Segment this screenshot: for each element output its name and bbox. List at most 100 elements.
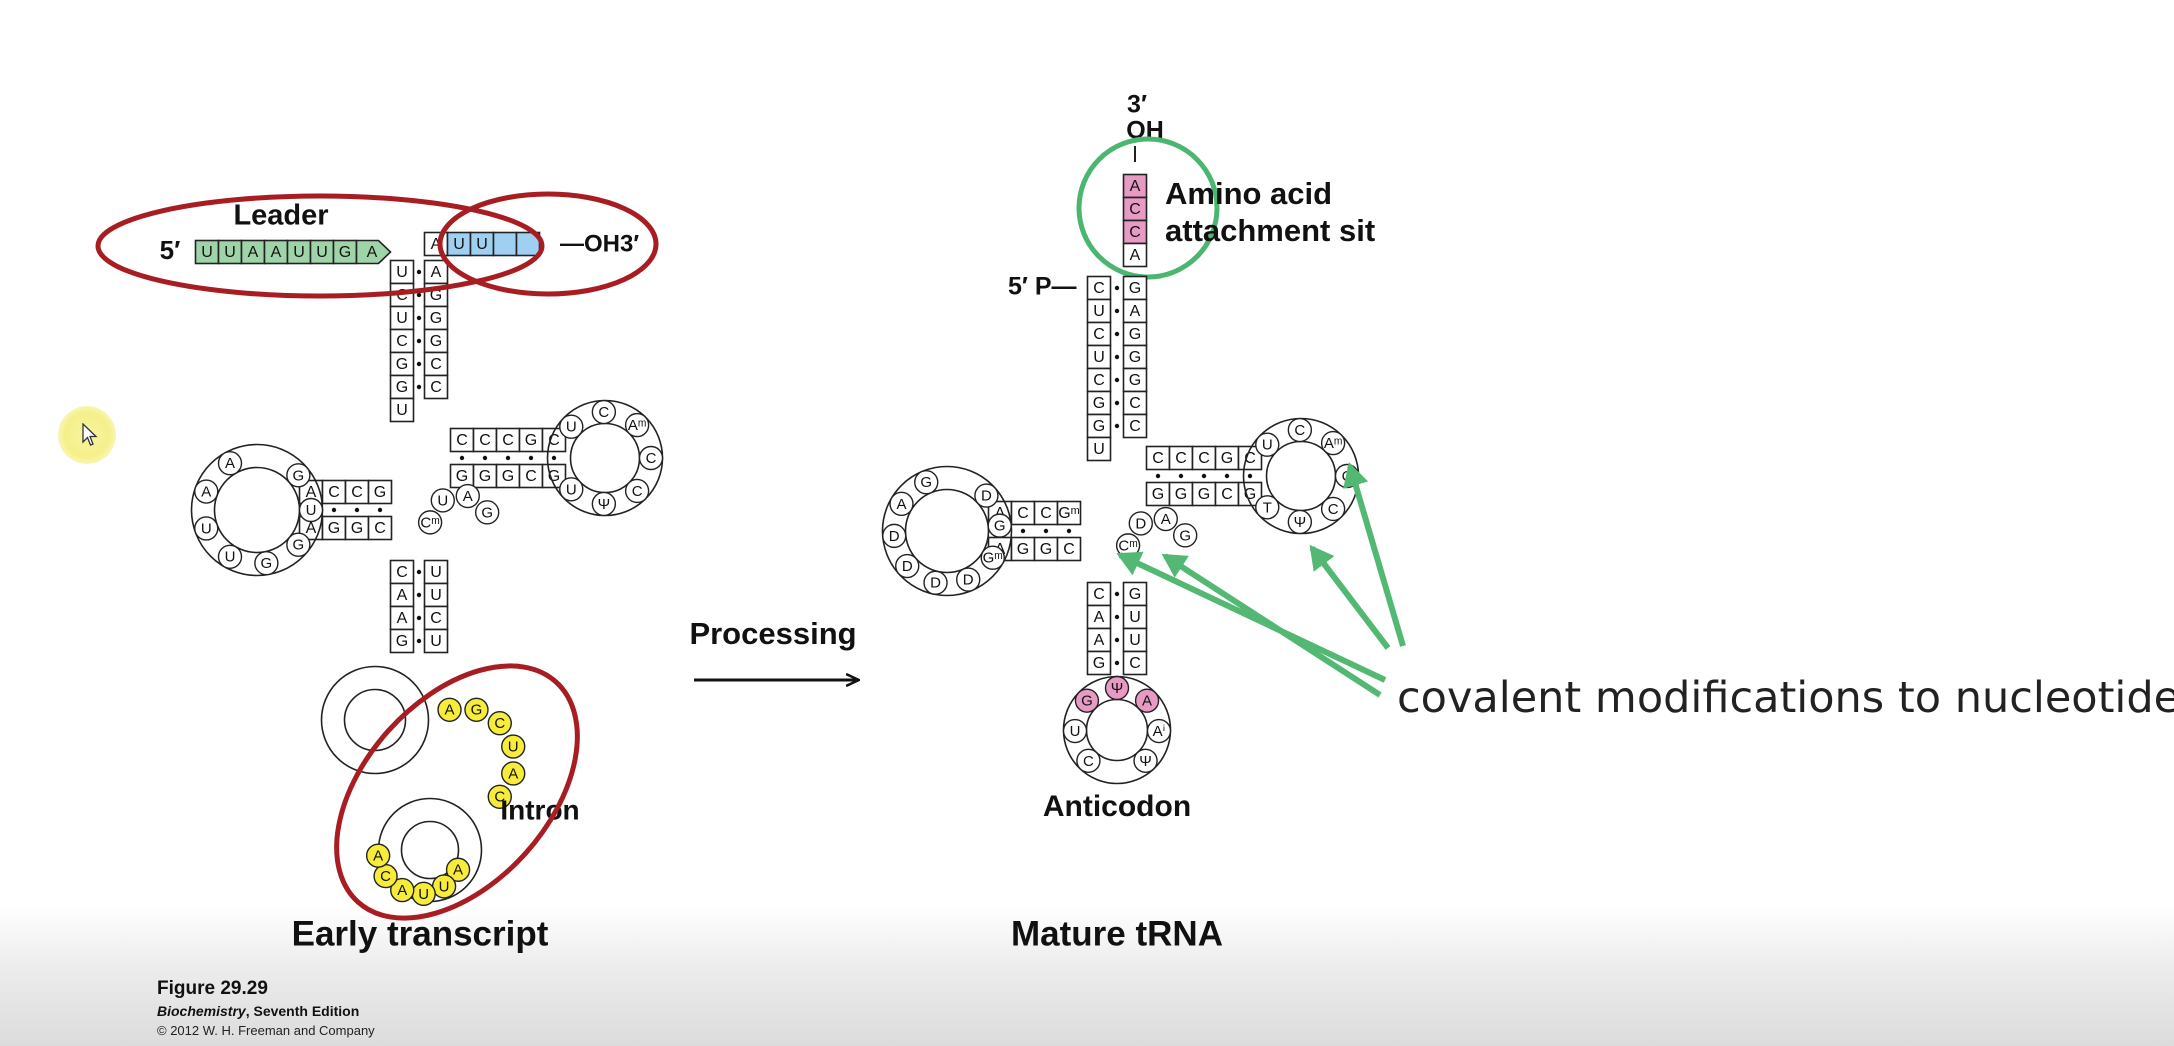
anticodon-5p-nucleotide: C: [1086, 581, 1112, 607]
nucleotide-letter: G: [1175, 486, 1187, 503]
nucleotide-letter: G: [1129, 586, 1141, 603]
base-pair-dot: [416, 269, 422, 275]
acceptor-3p-nucleotide: C: [423, 351, 449, 377]
nucleotide-bead: [1076, 748, 1101, 773]
book-title: Biochemistry: [157, 1003, 246, 1019]
variable-loop-nucleotide: Cᵐ: [1115, 533, 1141, 558]
t-arm-top-nucleotide: G: [518, 427, 544, 453]
nucleotide-letter: G: [920, 474, 932, 491]
leader-highlight-oval: [95, 193, 545, 299]
acceptor-5p-nucleotide: U: [1086, 344, 1112, 370]
nucleotide-letter: G: [261, 555, 273, 572]
leader-tip: [355, 239, 392, 265]
anticodon-5p-nucleotide: A: [1086, 627, 1112, 653]
nucleotide-letter: Aᵐ: [628, 417, 647, 434]
nucleotide-letter: U: [225, 549, 236, 566]
nucleotide-letter: U: [201, 244, 213, 261]
t-loop-nucleotide: Aᵐ: [1320, 430, 1346, 456]
anticodon-3p-nucleotide: C: [1122, 650, 1148, 676]
nucleotide-bead: [286, 463, 311, 488]
nucleotide-bead: [974, 483, 999, 508]
nucleotide-letter: G: [396, 356, 408, 373]
d-arm-top-nucleotide: C: [344, 479, 370, 505]
nucleotide-bead: [987, 513, 1012, 538]
nucleotide-bead: [956, 567, 981, 592]
nucleotide-bead: [501, 761, 526, 786]
base-pair-dot: [1114, 308, 1120, 314]
nucleotide-letter: D: [930, 575, 941, 592]
nucleotide-letter: U: [437, 492, 448, 509]
nucleotide-letter: Aⁱ: [1153, 723, 1166, 740]
nucleotide-box: [1086, 436, 1112, 462]
d-arm-bottom-nucleotide: C: [367, 515, 393, 541]
processing-label: Processing: [689, 616, 856, 651]
nucleotide-letter: A: [508, 765, 518, 782]
nucleotide-letter: A: [1130, 303, 1141, 320]
nucleotide-letter: C: [494, 789, 505, 806]
nucleotide-bead: [194, 479, 219, 504]
acceptor-3p-nucleotide: G: [1122, 344, 1148, 370]
intron-lower-nucleotide: U: [411, 881, 436, 907]
intron-nucleotide: C: [487, 784, 512, 809]
nucleotide-box: [389, 628, 415, 654]
anticodon-5p-nucleotide: G: [1086, 650, 1112, 676]
nucleotide-letter: C: [1040, 505, 1052, 522]
d-loop-ring-inner: [213, 466, 301, 554]
acceptor-3p-nucleotide: G: [1122, 275, 1148, 301]
base-pair-dot: [416, 361, 422, 367]
nucleotide-bead: [430, 488, 455, 513]
d-loop-nucleotide: G: [254, 550, 279, 576]
t-arm-top-nucleotide: C: [472, 427, 498, 453]
d-loop-ring-inner: [904, 488, 990, 574]
nucleotide-letter: G: [339, 244, 351, 261]
base-pair-dot: [1114, 423, 1120, 429]
nucleotide-letter: C: [1129, 395, 1141, 412]
nucleotide-box: [1086, 650, 1112, 676]
nucleotide-letter: C: [502, 432, 514, 449]
t-loop-nucleotide: C: [638, 445, 664, 471]
anticodon-5p-nucleotide: G: [389, 628, 415, 654]
nucleotide-letter: G: [430, 310, 442, 327]
cca-nucleotide: A: [1122, 173, 1148, 199]
d-loop-nucleotide: A: [217, 451, 243, 476]
nucleotide-bead: [1134, 688, 1160, 713]
nucleotide-letter: U: [316, 244, 328, 261]
nucleotide-letter: G: [1129, 372, 1141, 389]
base-pair-dot: [1155, 473, 1161, 479]
acceptor-3p-nucleotide: A: [1122, 298, 1148, 324]
nucleotide-letter: U: [306, 502, 317, 519]
acceptor-3p-nucleotide: C: [1122, 390, 1148, 416]
anticodon-5p-nucleotide: A: [389, 582, 415, 608]
base-pair-dot: [1247, 473, 1253, 479]
nucleotide-letter: U: [1093, 303, 1105, 320]
nucleotide-letter: A: [896, 496, 906, 513]
nucleotide-bead: [1287, 417, 1313, 443]
d-arm-bottom-nucleotide: G: [1033, 536, 1059, 562]
nucleotide-letter: A: [201, 483, 211, 500]
nucleotide-letter: C: [479, 432, 491, 449]
nucleotide-letter: G: [481, 504, 493, 521]
acceptor-5p-nucleotide: G: [389, 374, 415, 400]
t-arm-bottom-nucleotide: G: [1191, 481, 1217, 507]
variable-loop-nucleotide: A: [455, 483, 480, 509]
d-arm-top-nucleotide: C: [1010, 500, 1036, 526]
nucleotide-box: [367, 479, 393, 505]
d-arm-bottom-nucleotide: C: [1056, 536, 1082, 562]
acceptor-5p-nucleotide: C: [1086, 275, 1112, 301]
mature-trna-title: Mature tRNA: [1011, 914, 1223, 953]
nucleotide-letter: G: [1129, 349, 1141, 366]
base-pair-dot: [416, 592, 422, 598]
nucleotide-letter: U: [430, 587, 442, 604]
base-pair-dot: [416, 384, 422, 390]
anticodon-loop-nucleotide: C: [1076, 748, 1101, 773]
nucleotide-letter: T: [1263, 499, 1272, 516]
nucleotide-letter: G: [525, 432, 537, 449]
nucleotide-letter: G: [471, 702, 483, 719]
mod-arrow-2: [1161, 553, 1382, 698]
nucleotide-letter: C: [1152, 450, 1164, 467]
acceptor-3p-nucleotide: G: [1122, 321, 1148, 347]
nucleotide-box: [423, 374, 449, 400]
nucleotide-bead: [1255, 495, 1280, 520]
nucleotide-letter: G: [1244, 486, 1256, 503]
nucleotide-letter: C: [1083, 753, 1094, 770]
